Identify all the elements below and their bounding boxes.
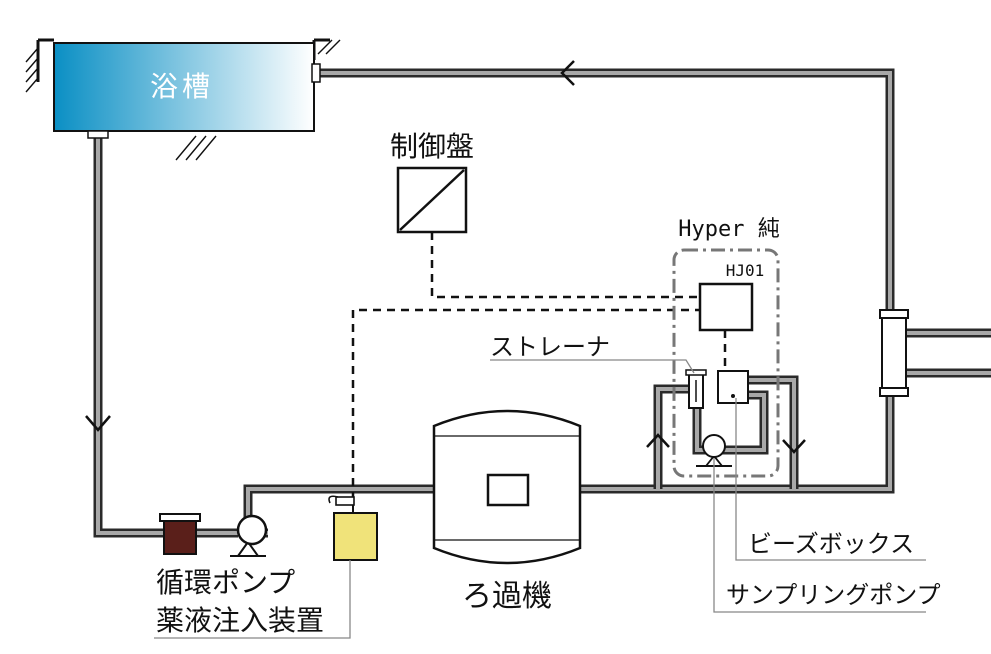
circulation-pump (236, 514, 268, 546)
side-branch-pipes (906, 328, 991, 378)
bathtub-body (53, 42, 315, 132)
signal-lines (351, 232, 727, 500)
bead-box-label: ビーズボックス (748, 530, 914, 558)
bead-box-callout: ビーズボックス (735, 398, 926, 561)
strainer-callout: ストレーナ (490, 333, 695, 374)
control-panel-label: 制御盤 (390, 130, 474, 163)
hyper-jun-label: Hyper 純 (678, 217, 779, 242)
flow-arrows (85, 60, 806, 454)
flow-arrow-up (646, 433, 670, 448)
chemical-injector-label: 薬液注入装置 (156, 604, 324, 637)
flow-arrow-left (560, 60, 575, 86)
chemical-tank (333, 512, 378, 561)
heat-exchanger (879, 309, 909, 397)
flow-arrow-down-right (782, 439, 806, 454)
filter-tank: ろ過機 (432, 409, 582, 614)
sampling-pump (702, 434, 726, 458)
circulation-pump-group: 循環ポンプ 薬液注入装置 (156, 513, 324, 637)
sampling-pump-label: サンプリングポンプ (726, 581, 941, 609)
control-panel: 制御盤 (390, 130, 474, 234)
bathtub: 浴槽 (25, 38, 341, 161)
pump-strainer-body (163, 519, 197, 555)
hyper-jun-enclosure (672, 248, 780, 478)
hj01-label: HJ01 (726, 261, 765, 280)
strainer-label: ストレーナ (490, 333, 610, 361)
bead-box (717, 370, 749, 404)
filter-inlet-box (486, 473, 530, 507)
hj01-box (698, 282, 754, 332)
flow-arrow-down (85, 415, 111, 432)
filter-label: ろ過機 (462, 579, 552, 614)
circulation-pump-label: 循環ポンプ (156, 566, 295, 599)
bathtub-label: 浴槽 (150, 70, 214, 103)
sampling-pump-callout: サンプリングポンプ (713, 458, 941, 613)
chemical-injector (154, 495, 378, 639)
